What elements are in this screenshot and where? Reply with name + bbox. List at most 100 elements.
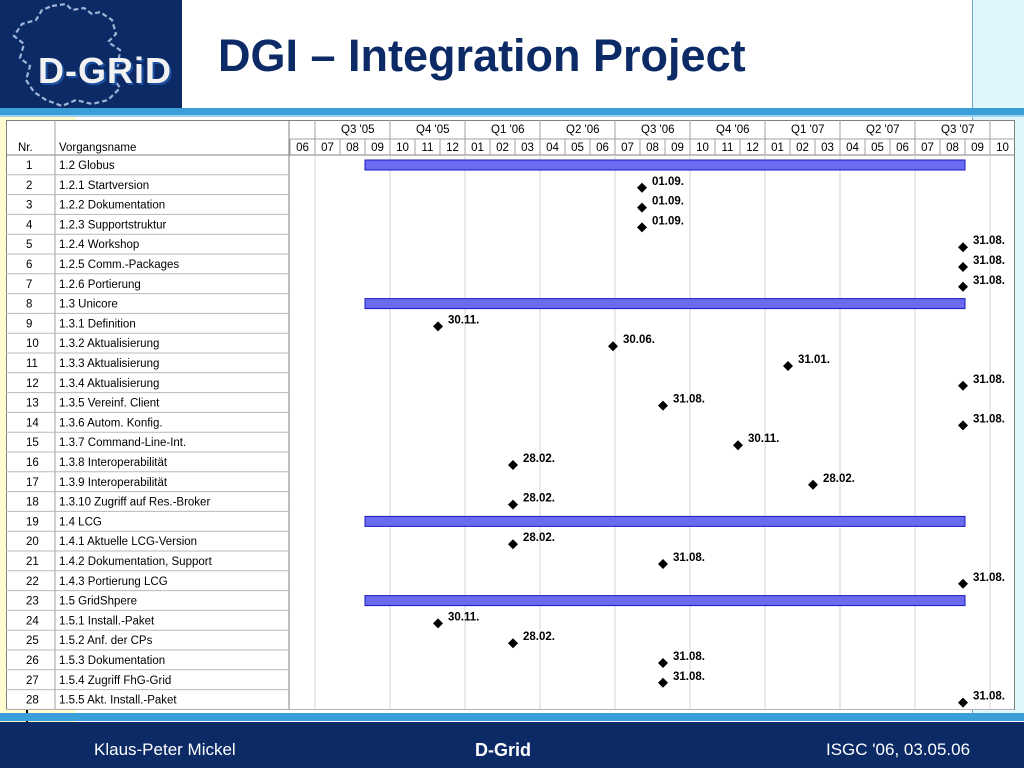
task-number: 6 bbox=[26, 259, 32, 271]
task-number: 11 bbox=[26, 358, 38, 370]
month-label: 11 bbox=[422, 142, 434, 154]
summary-bar bbox=[364, 159, 966, 171]
task-number: 26 bbox=[26, 655, 39, 667]
month-label: 12 bbox=[446, 142, 459, 154]
task-name: 1.3.1 Definition bbox=[59, 318, 136, 330]
month-label: 08 bbox=[646, 142, 659, 154]
task-name: 1.2 Globus bbox=[59, 160, 115, 172]
quarter-label: Q3 '05 bbox=[341, 124, 375, 136]
task-number: 4 bbox=[26, 219, 33, 231]
task-number: 17 bbox=[26, 477, 39, 489]
task-name: 1.4.1 Aktuelle LCG-Version bbox=[59, 536, 197, 548]
month-label: 10 bbox=[396, 142, 409, 154]
milestone-label: 31.08. bbox=[973, 572, 1005, 584]
month-label: 09 bbox=[671, 142, 684, 154]
milestone-diamond-icon bbox=[958, 380, 968, 391]
task-name: 1.3.9 Interoperabilität bbox=[59, 477, 168, 489]
summary-bar bbox=[364, 515, 966, 527]
task-number: 7 bbox=[26, 279, 32, 291]
task-number: 22 bbox=[26, 576, 39, 588]
task-name: 1.3.6 Autom. Konfig. bbox=[59, 417, 163, 429]
task-name: 1.5.5 Akt. Install.-Paket bbox=[59, 695, 177, 707]
milestone-diamond-icon bbox=[958, 420, 968, 431]
d-grid-logo: D-GRiD bbox=[0, 0, 182, 108]
task-name: 1.2.4 Workshop bbox=[59, 239, 139, 251]
month-label: 10 bbox=[696, 142, 709, 154]
month-label: 05 bbox=[871, 142, 884, 154]
milestone-label: 31.08. bbox=[973, 235, 1005, 247]
month-label: 07 bbox=[921, 142, 934, 154]
task-name: 1.3.2 Aktualisierung bbox=[59, 338, 159, 350]
task-name: 1.2.6 Portierung bbox=[59, 279, 141, 291]
task-name: 1.5.3 Dokumentation bbox=[59, 655, 165, 667]
footer-bar bbox=[0, 722, 1024, 768]
quarter-label: Q1 '06 bbox=[491, 124, 525, 136]
task-name: 1.3.3 Aktualisierung bbox=[59, 358, 159, 370]
task-number: 18 bbox=[26, 497, 39, 509]
quarter-label: Q4 '06 bbox=[716, 124, 750, 136]
month-label: 08 bbox=[346, 142, 359, 154]
milestone-diamond-icon bbox=[508, 638, 518, 649]
milestone-diamond-icon bbox=[958, 242, 968, 253]
task-number: 21 bbox=[26, 556, 39, 568]
task-name: 1.3.4 Aktualisierung bbox=[59, 378, 159, 390]
footer-author: Klaus-Peter Mickel bbox=[94, 740, 236, 759]
milestone-diamond-icon bbox=[637, 202, 647, 213]
task-number: 27 bbox=[26, 675, 39, 687]
task-name: 1.3.5 Vereinf. Client bbox=[59, 398, 160, 410]
task-name: 1.2.1 Startversion bbox=[59, 180, 149, 192]
milestone-label: 31.08. bbox=[673, 651, 705, 663]
task-number: 19 bbox=[26, 516, 39, 528]
task-number: 16 bbox=[26, 457, 39, 469]
month-label: 01 bbox=[471, 142, 484, 154]
task-name: 1.2.3 Supportstruktur bbox=[59, 219, 167, 231]
quarter-label: Q1 '07 bbox=[791, 124, 825, 136]
milestone-label: 28.02. bbox=[523, 532, 555, 544]
task-name: 1.4.3 Portierung LCG bbox=[59, 576, 168, 588]
month-label: 08 bbox=[946, 142, 959, 154]
milestone-label: 01.09. bbox=[652, 176, 684, 188]
milestone-label: 31.01. bbox=[798, 354, 830, 366]
milestone-diamond-icon bbox=[958, 697, 968, 708]
milestone-diamond-icon bbox=[637, 222, 647, 233]
task-number: 1 bbox=[26, 160, 32, 172]
milestone-label: 31.08. bbox=[973, 413, 1005, 425]
task-name: 1.3.7 Command-Line-Int. bbox=[59, 437, 186, 449]
month-label: 09 bbox=[371, 142, 384, 154]
task-name: 1.2.2 Dokumentation bbox=[59, 200, 165, 212]
milestone-diamond-icon bbox=[958, 262, 968, 272]
task-name: 1.4 LCG bbox=[59, 516, 102, 528]
month-label: 05 bbox=[571, 142, 584, 154]
task-name: 1.5 GridShpere bbox=[59, 596, 137, 608]
milestone-diamond-icon bbox=[808, 479, 818, 490]
milestone-label: 30.11. bbox=[448, 611, 479, 623]
milestone-diamond-icon bbox=[508, 460, 518, 470]
header-divider bbox=[0, 108, 1024, 116]
month-label: 02 bbox=[796, 142, 809, 154]
task-name: 1.2.5 Comm.-Packages bbox=[59, 259, 179, 271]
task-number: 25 bbox=[26, 635, 39, 647]
quarter-label: Q4 '05 bbox=[416, 124, 450, 136]
task-number: 5 bbox=[26, 239, 32, 251]
milestone-label: 30.06. bbox=[623, 334, 655, 346]
footer-divider bbox=[0, 713, 1024, 721]
month-label: 07 bbox=[321, 142, 334, 154]
task-number: 9 bbox=[26, 318, 32, 330]
milestone-label: 31.08. bbox=[673, 552, 705, 564]
milestone-diamond-icon bbox=[958, 578, 968, 589]
month-label: 06 bbox=[296, 142, 309, 154]
task-number: 28 bbox=[26, 695, 39, 707]
milestone-diamond-icon bbox=[433, 618, 443, 629]
column-header-name: Vorgangsname bbox=[59, 142, 136, 154]
milestone-label: 31.08. bbox=[973, 374, 1005, 386]
task-name: 1.5.1 Install.-Paket bbox=[59, 615, 155, 627]
task-number: 10 bbox=[26, 338, 39, 350]
task-number: 15 bbox=[26, 437, 39, 449]
column-header-nr: Nr. bbox=[18, 142, 33, 154]
task-name: 1.3.8 Interoperabilität bbox=[59, 457, 168, 469]
task-name: 1.3 Unicore bbox=[59, 299, 118, 311]
task-number: 2 bbox=[26, 180, 32, 192]
milestone-label: 28.02. bbox=[823, 473, 855, 485]
